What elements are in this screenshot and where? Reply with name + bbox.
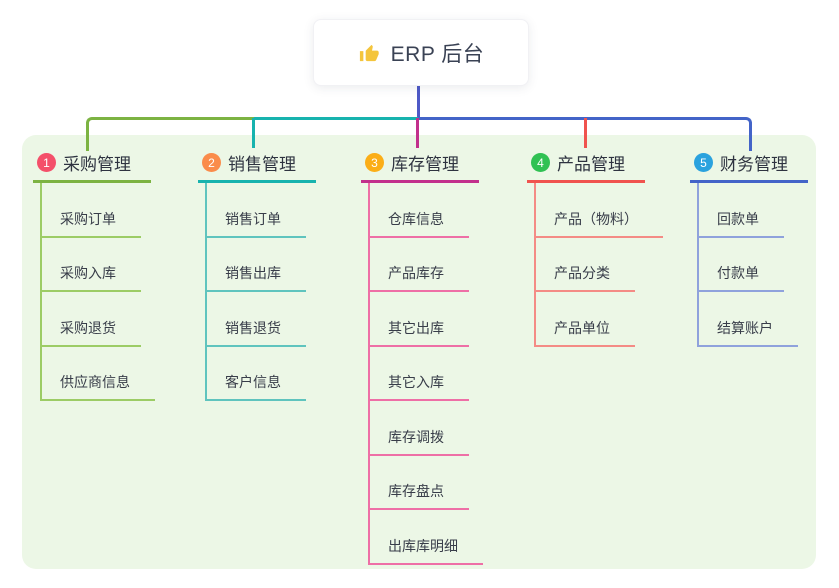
child-node[interactable]: 采购入库	[42, 238, 141, 292]
child-node-label: 其它出库	[388, 319, 444, 336]
connector-root-stem	[417, 84, 420, 119]
branch-children-connector: 采购订单 采购入库 采购退货 供应商信息	[40, 183, 155, 401]
child-node[interactable]: 产品单位	[536, 292, 635, 347]
child-node-label: 产品单位	[554, 319, 610, 336]
child-node-label: 产品分类	[554, 265, 610, 281]
child-node-label: 其它入库	[388, 374, 444, 390]
branch-label: 财务管理	[720, 155, 788, 174]
child-node[interactable]: 采购退货	[42, 292, 141, 347]
child-node-label: 客户信息	[225, 374, 281, 390]
branch-column-sales: 2 销售管理 销售订单 销售出库 销售退货 客户信息	[198, 144, 316, 401]
child-node-label: 销售订单	[225, 210, 281, 227]
branch-number-badge: 3	[365, 153, 384, 172]
connector-bus-left	[86, 117, 257, 151]
child-node[interactable]: 产品库存	[370, 238, 469, 292]
branch-node[interactable]: 2 销售管理	[198, 144, 316, 183]
child-node[interactable]: 产品（物料）	[536, 183, 663, 238]
connector-drop-sales	[252, 118, 255, 148]
child-node[interactable]: 采购订单	[42, 183, 141, 238]
branch-node[interactable]: 5 财务管理	[690, 144, 808, 183]
child-node-label: 付款单	[717, 265, 759, 281]
branch-column-inventory: 3 库存管理 仓库信息 产品库存 其它出库 其它入库 库存调拨 库存盘点 出库库…	[361, 144, 483, 565]
child-node-label: 采购入库	[60, 265, 116, 281]
thumbs-up-icon	[358, 41, 381, 64]
branch-node[interactable]: 4 产品管理	[527, 144, 645, 183]
branch-column-procurement: 1 采购管理 采购订单 采购入库 采购退货 供应商信息	[33, 144, 155, 401]
child-node-label: 回款单	[717, 210, 759, 227]
child-node-label: 采购退货	[60, 319, 116, 336]
child-node[interactable]: 出库库明细	[370, 510, 483, 565]
child-node[interactable]: 付款单	[699, 238, 784, 292]
child-node-label: 销售退货	[225, 319, 281, 336]
child-node[interactable]: 仓库信息	[370, 183, 469, 238]
child-node-label: 采购订单	[60, 210, 116, 227]
branch-number-badge: 4	[531, 153, 550, 172]
child-node[interactable]: 销售出库	[207, 238, 306, 292]
child-node[interactable]: 其它入库	[370, 347, 469, 401]
child-node[interactable]: 客户信息	[207, 347, 306, 401]
child-node-label: 产品（物料）	[554, 210, 638, 227]
branch-number-badge: 1	[37, 153, 56, 172]
root-node[interactable]: ERP 后台	[313, 19, 529, 86]
branches-panel	[22, 135, 816, 569]
branch-children-connector: 回款单 付款单 结算账户	[697, 183, 798, 347]
branch-label: 产品管理	[557, 155, 625, 174]
branch-number-badge: 5	[694, 153, 713, 172]
child-node[interactable]: 结算账户	[699, 292, 798, 347]
child-node-label: 出库库明细	[388, 537, 458, 554]
root-node-label: ERP 后台	[390, 42, 485, 66]
branch-children-connector: 销售订单 销售出库 销售退货 客户信息	[205, 183, 306, 401]
child-node[interactable]: 库存盘点	[370, 456, 469, 510]
child-node-label: 供应商信息	[60, 374, 130, 390]
branch-children-connector: 产品（物料） 产品分类 产品单位	[534, 183, 663, 347]
child-node[interactable]: 供应商信息	[42, 347, 155, 401]
child-node[interactable]: 销售订单	[207, 183, 306, 238]
branch-column-finance: 5 财务管理 回款单 付款单 结算账户	[690, 144, 808, 347]
branch-number-badge: 2	[202, 153, 221, 172]
branch-label: 销售管理	[228, 155, 296, 174]
branch-column-product: 4 产品管理 产品（物料） 产品分类 产品单位	[527, 144, 663, 347]
connector-drop-product	[584, 118, 587, 148]
child-node[interactable]: 库存调拨	[370, 401, 469, 456]
connector-bus-mid	[254, 117, 418, 120]
child-node-label: 销售出库	[225, 265, 281, 281]
child-node[interactable]: 其它出库	[370, 292, 469, 347]
connector-drop-inventory	[416, 118, 419, 148]
child-node-label: 仓库信息	[388, 210, 444, 227]
child-node-label: 产品库存	[388, 265, 444, 281]
child-node[interactable]: 产品分类	[536, 238, 635, 292]
branch-label: 库存管理	[391, 155, 459, 174]
child-node[interactable]: 回款单	[699, 183, 784, 238]
branch-children-connector: 仓库信息 产品库存 其它出库 其它入库 库存调拨 库存盘点 出库库明细	[368, 183, 483, 565]
child-node-label: 库存盘点	[388, 483, 444, 499]
branch-label: 采购管理	[63, 155, 131, 174]
branch-node[interactable]: 1 采购管理	[33, 144, 151, 183]
child-node-label: 结算账户	[717, 319, 773, 336]
child-node-label: 库存调拨	[388, 428, 444, 445]
branch-node[interactable]: 3 库存管理	[361, 144, 479, 183]
child-node[interactable]: 销售退货	[207, 292, 306, 347]
